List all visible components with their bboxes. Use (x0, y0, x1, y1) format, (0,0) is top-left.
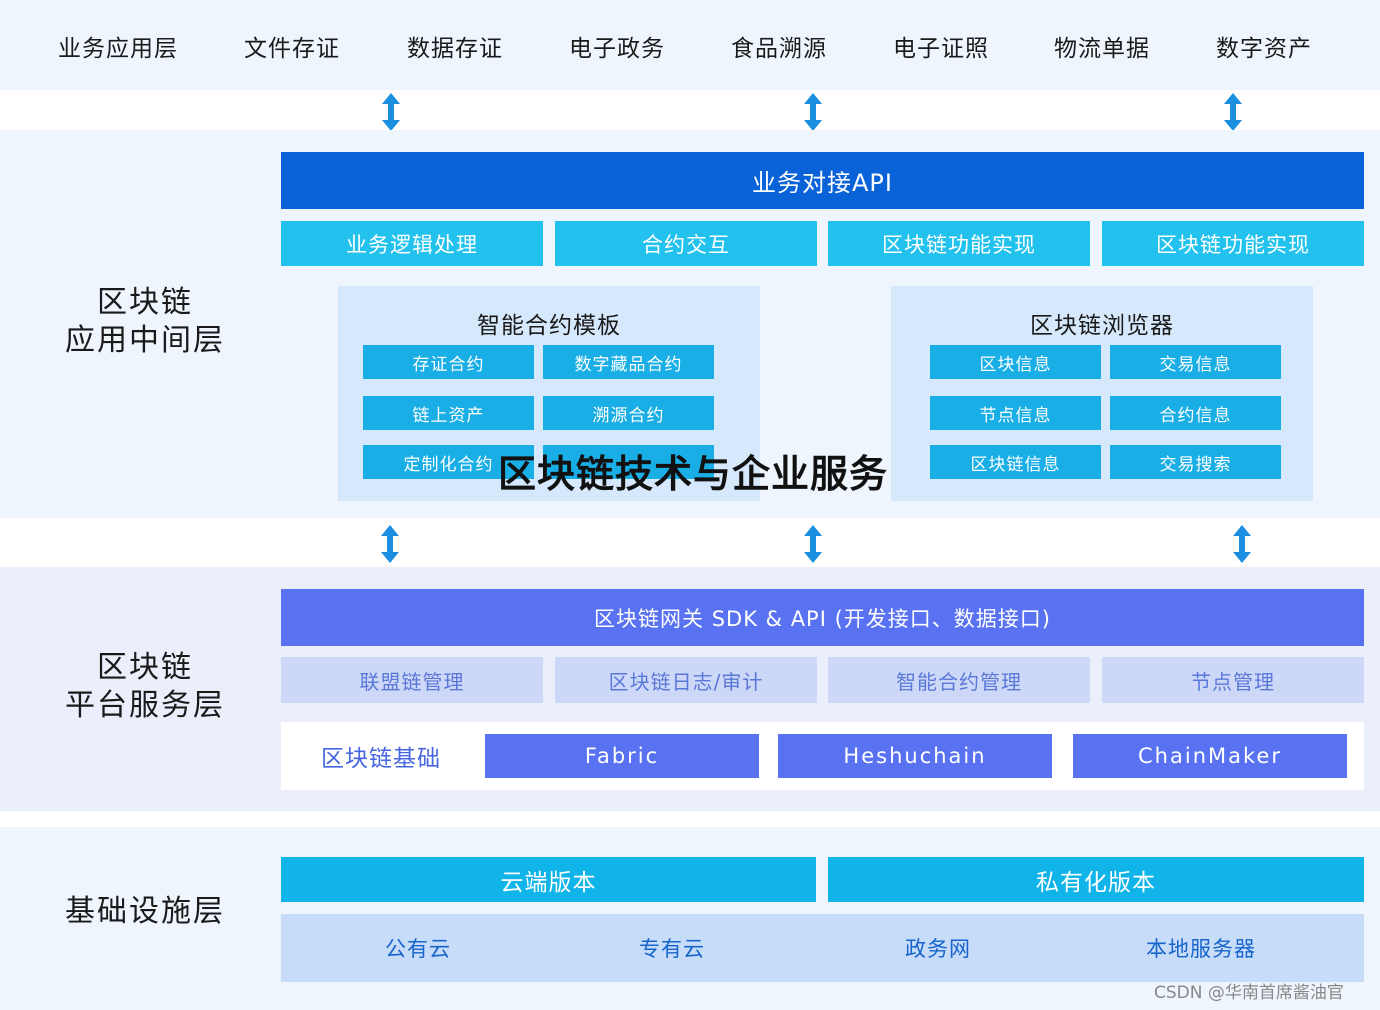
watermark: CSDN @华南首席酱油官 (1154, 983, 1344, 1003)
app-item-e-government: 电子政务 (569, 36, 665, 62)
middleware-title-line2: 应用中间层 (65, 323, 225, 358)
infrastructure-options-row (281, 914, 1364, 982)
template-evidence-contract: 存证合约 (363, 345, 534, 379)
infrastructure-layer-title: 基础设施层 (65, 894, 225, 929)
app-item-digital-assets: 数字资产 (1216, 36, 1312, 62)
cloud-version-bar: 云端版本 (281, 857, 816, 902)
bidirectional-arrow-icon (1224, 93, 1242, 131)
infra-public-cloud: 公有云 (385, 937, 451, 961)
app-item-logistics-docs: 物流单据 (1054, 36, 1150, 62)
app-item-data-evidence: 数据存证 (407, 36, 503, 62)
blockchain-base-label: 区块链基础 (321, 746, 441, 772)
private-version-bar: 私有化版本 (828, 857, 1364, 902)
middleware-title-line1: 区块链 (97, 285, 193, 320)
infra-local-server: 本地服务器 (1146, 937, 1256, 961)
browser-block-info: 区块信息 (930, 345, 1101, 379)
mgmt-consortium-chain: 联盟链管理 (281, 657, 543, 703)
blockchain-browser-title: 区块链浏览器 (1030, 313, 1174, 339)
contract-templates-title: 智能合约模板 (477, 313, 621, 339)
browser-transaction-search: 交易搜索 (1110, 445, 1281, 479)
function-business-logic: 业务逻辑处理 (281, 221, 543, 266)
template-custom-contract: 定制化合约 (363, 445, 534, 479)
infra-dedicated-cloud: 专有云 (639, 937, 705, 961)
infra-gov-network: 政务网 (905, 937, 971, 961)
platform-title-line1: 区块链 (97, 650, 193, 685)
template-onchain-assets: 链上资产 (363, 396, 534, 430)
bidirectional-arrow-icon (1233, 525, 1251, 563)
app-item-e-license: 电子证照 (893, 36, 989, 62)
template-nft-contract: 数字藏品合约 (543, 345, 714, 379)
chain-chainmaker: ChainMaker (1073, 734, 1347, 778)
overlay-title: 区块链技术与企业服务 (497, 451, 888, 496)
chain-fabric: Fabric (485, 734, 759, 778)
function-contract-interaction: 合约交互 (555, 221, 817, 266)
gateway-sdk-api-bar: 区块链网关 SDK & API (开发接口、数据接口) (281, 589, 1364, 646)
template-hidden-cell (543, 445, 714, 479)
application-band (0, 0, 1380, 90)
template-traceability-contract: 溯源合约 (543, 396, 714, 430)
app-item-file-evidence: 文件存证 (244, 36, 340, 62)
mgmt-log-audit: 区块链日志/审计 (555, 657, 817, 703)
browser-chain-info: 区块链信息 (930, 445, 1101, 479)
mgmt-smart-contract: 智能合约管理 (828, 657, 1090, 703)
chain-heshuchain: Heshuchain (778, 734, 1052, 778)
bidirectional-arrow-icon (804, 93, 822, 131)
function-blockchain-impl: 区块链功能实现 (828, 221, 1090, 266)
app-item-food-traceability: 食品溯源 (731, 36, 827, 62)
browser-node-info: 节点信息 (930, 396, 1101, 430)
platform-layer-title: 区块链 平台服务层 (30, 649, 260, 725)
bidirectional-arrow-icon (804, 525, 822, 563)
business-api-bar: 业务对接API (281, 152, 1364, 209)
function-blockchain-impl-2: 区块链功能实现 (1102, 221, 1364, 266)
browser-contract-info: 合约信息 (1110, 396, 1281, 430)
app-layer-label: 业务应用层 (58, 36, 178, 62)
bidirectional-arrow-icon (382, 93, 400, 131)
middleware-layer-title: 区块链 应用中间层 (30, 284, 260, 360)
bidirectional-arrow-icon (381, 525, 399, 563)
browser-transaction-info: 交易信息 (1110, 345, 1281, 379)
platform-title-line2: 平台服务层 (65, 688, 225, 723)
mgmt-node: 节点管理 (1102, 657, 1364, 703)
